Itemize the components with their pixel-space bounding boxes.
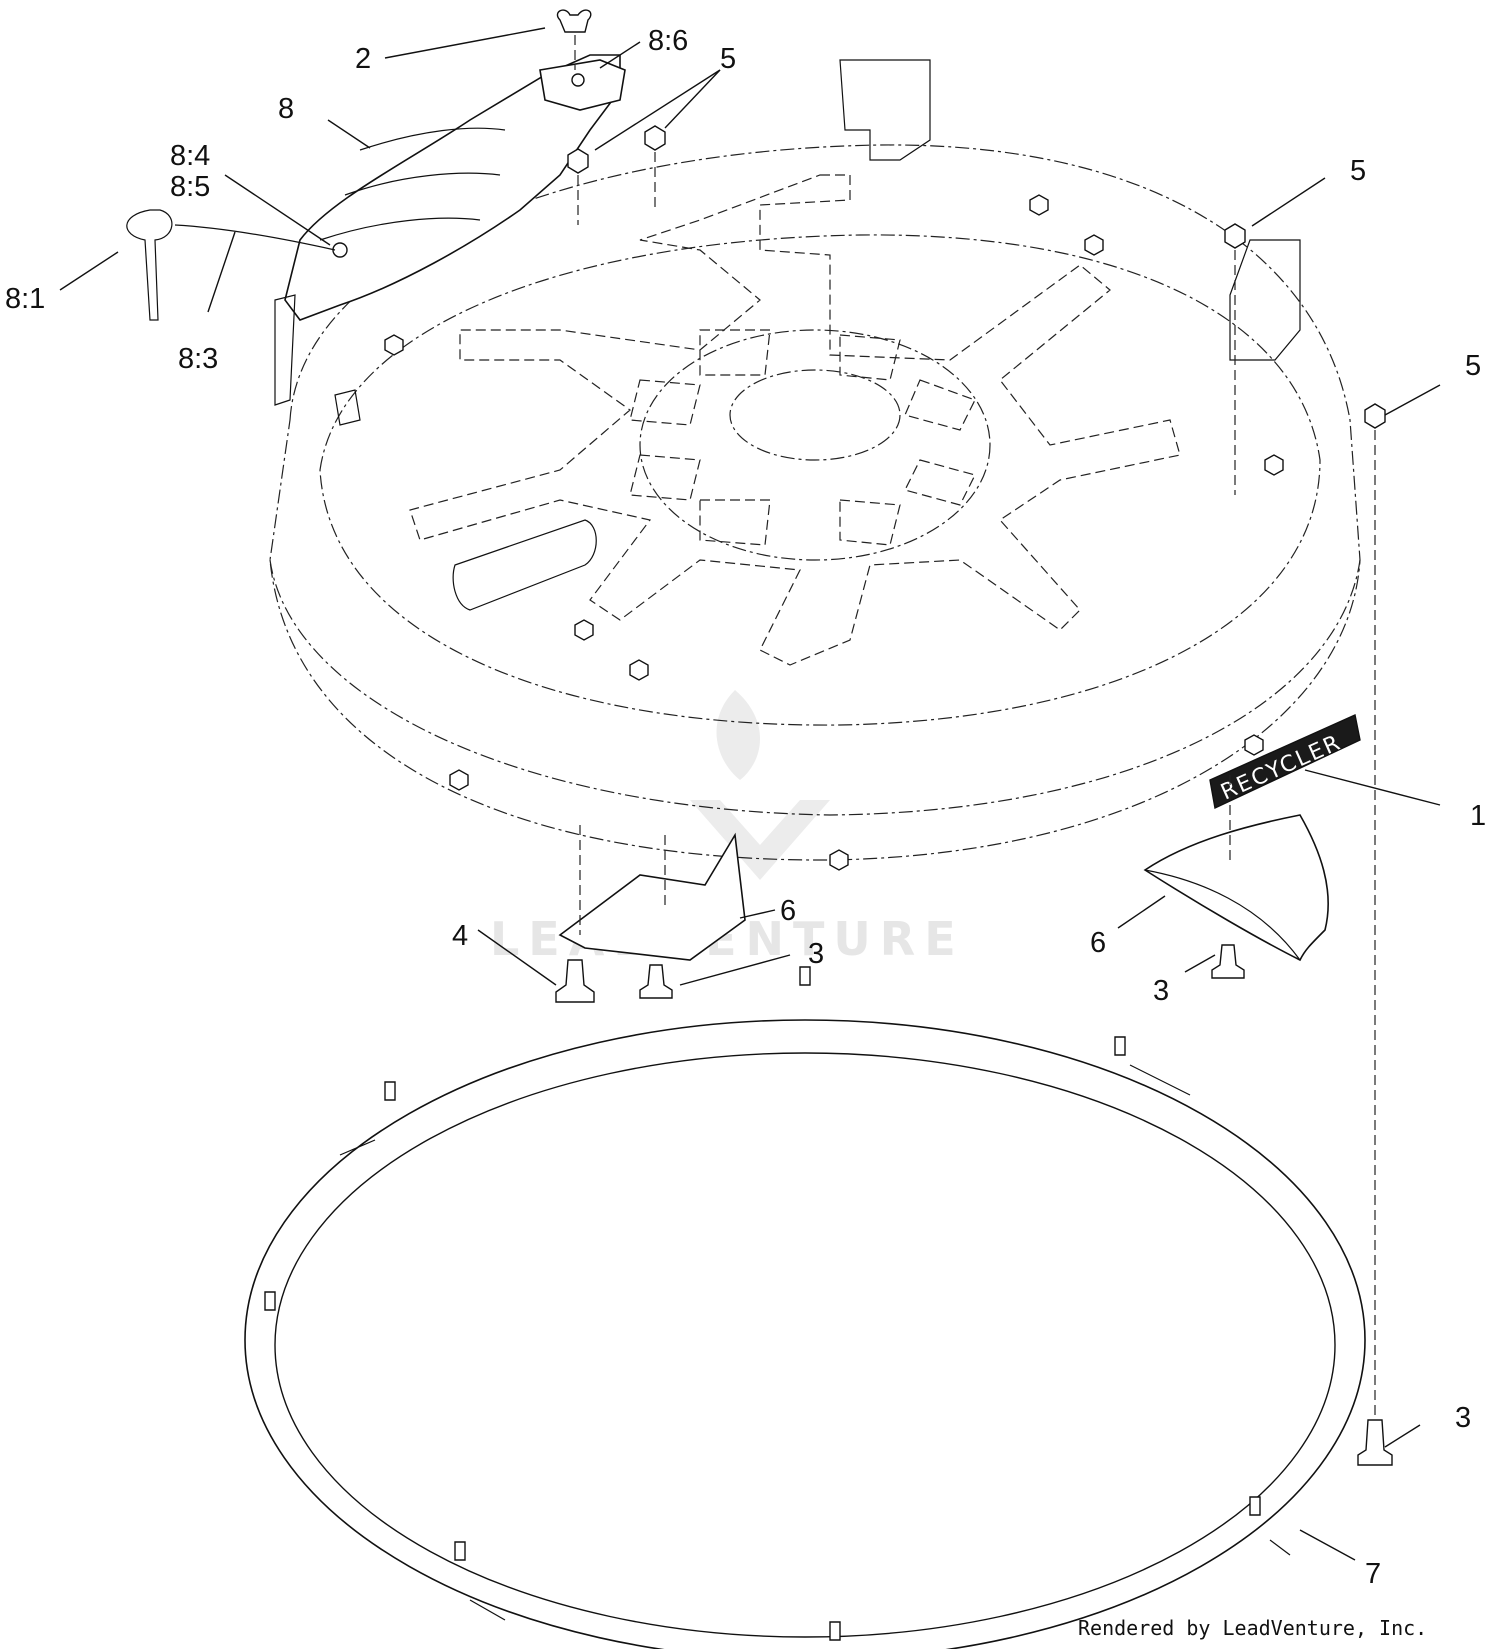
leadventure-watermark: LEADVENTURE <box>490 690 956 966</box>
callout-3-lower: 3 <box>1455 1402 1471 1434</box>
callout-3-right: 3 <box>1153 975 1169 1007</box>
discharge-chute <box>274 54 626 406</box>
callout-8-3: 8:3 <box>178 343 218 375</box>
callout-8-4: 8:4 <box>170 140 210 172</box>
callout-2: 2 <box>355 43 371 75</box>
deck-stud-nuts <box>384 194 1284 871</box>
callout-6-center: 6 <box>780 895 796 927</box>
recycler-decal: RECYCLER <box>1209 714 1361 810</box>
callout-8-5: 8:5 <box>170 171 210 203</box>
callout-5-right-lower: 5 <box>1465 350 1481 382</box>
callout-5-right-upper: 5 <box>1350 155 1366 187</box>
callout-labels: 2 8:6 5 8 8:4 8:5 8:1 8:3 5 5 1 6 4 3 6 … <box>5 25 1486 1590</box>
callout-6-right: 6 <box>1090 927 1106 959</box>
callout-8-1: 8:1 <box>5 283 45 315</box>
callout-1: 1 <box>1470 800 1486 832</box>
baffle-center <box>558 825 746 961</box>
bolts <box>555 944 1393 1466</box>
callout-4: 4 <box>452 920 468 952</box>
callout-8: 8 <box>278 93 294 125</box>
callout-3-center: 3 <box>808 938 824 970</box>
render-credit: Rendered by LeadVenture, Inc. <box>1078 1616 1427 1640</box>
callout-8-6: 8:6 <box>648 25 688 57</box>
callout-7: 7 <box>1365 1558 1381 1590</box>
hairpin-and-lanyard <box>126 209 336 321</box>
wing-nut <box>556 9 592 70</box>
mower-deck-housing <box>269 59 1361 871</box>
callout-5-top: 5 <box>720 43 736 75</box>
recycler-ring <box>244 966 1366 1649</box>
top-nuts <box>567 125 1386 1420</box>
leader-lines <box>59 27 1441 1561</box>
baffle-right <box>1143 775 1329 962</box>
